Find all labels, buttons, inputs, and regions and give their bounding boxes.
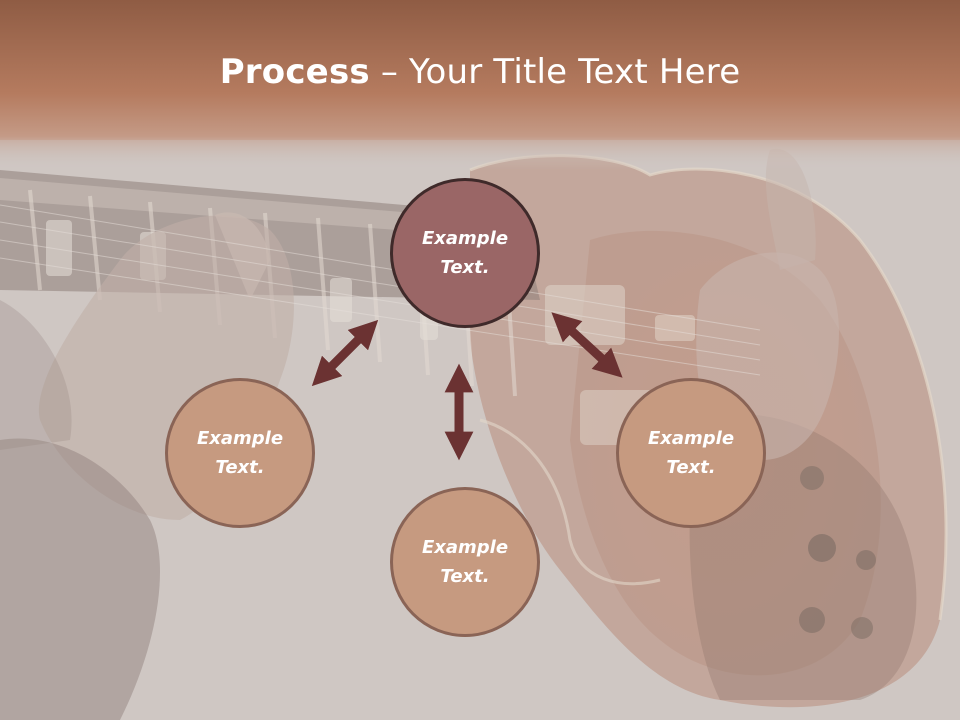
process-node-bottom[interactable]: Example Text. [390,487,540,637]
node-top-line1: Example [422,224,508,253]
process-node-right[interactable]: Example Text. [616,378,766,528]
node-bottom-line1: Example [422,533,508,562]
process-node-left[interactable]: Example Text. [165,378,315,528]
title-bold-part: Process [220,52,370,92]
node-right-line1: Example [648,424,734,453]
node-left-line1: Example [197,424,283,453]
node-top-line2: Text. [422,253,508,282]
node-left-line2: Text. [197,453,283,482]
title-rest: – Your Title Text Here [370,52,740,92]
process-node-top[interactable]: Example Text. [390,178,540,328]
node-right-line2: Text. [648,453,734,482]
node-bottom-line2: Text. [422,562,508,591]
slide-title: Process – Your Title Text Here [0,52,960,92]
